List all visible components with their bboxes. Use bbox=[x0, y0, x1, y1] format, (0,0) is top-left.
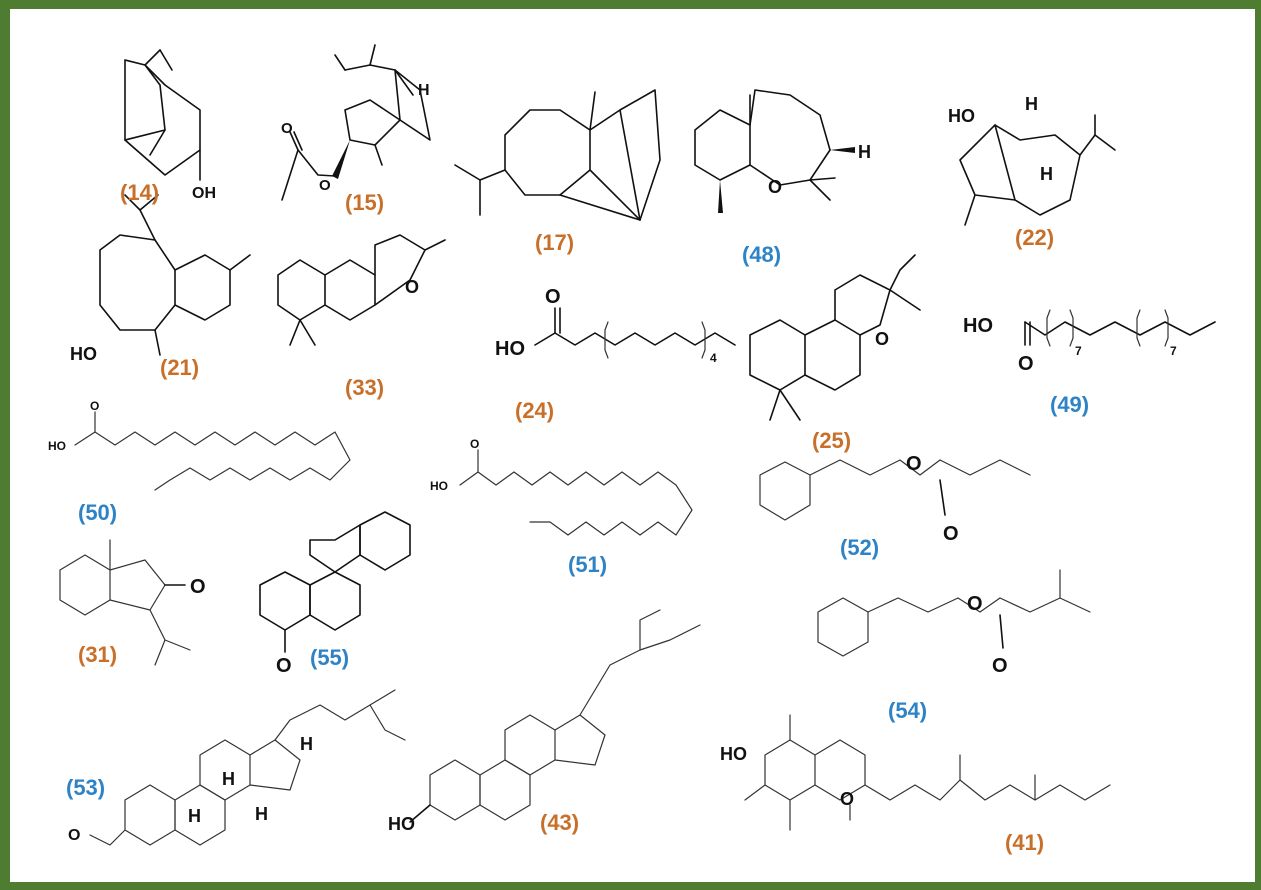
structure-49: HO O 7 7 bbox=[963, 309, 1216, 375]
structure-55: O bbox=[259, 511, 411, 677]
atom-h-53d: H bbox=[255, 804, 268, 824]
atom-o-49: O bbox=[1018, 353, 1034, 375]
structure-41: HO O bbox=[720, 714, 1111, 831]
atom-ho-22: HO bbox=[948, 106, 975, 126]
compound-label-17: (17) bbox=[535, 230, 574, 255]
compound-label-43: (43) bbox=[540, 810, 579, 835]
atom-ho-24: HO bbox=[495, 338, 525, 360]
compound-label-48: (48) bbox=[742, 242, 781, 267]
atom-h-53b: H bbox=[222, 769, 235, 789]
compound-label-21: (21) bbox=[160, 355, 199, 380]
atom-ho-51: HO bbox=[430, 479, 448, 493]
subscript-49b: 7 bbox=[1170, 344, 1177, 358]
atom-o-55: O bbox=[276, 655, 292, 677]
atom-o-41: O bbox=[840, 789, 854, 809]
compound-label-49: (49) bbox=[1050, 392, 1089, 417]
structure-25: O bbox=[749, 254, 921, 421]
structure-51: O HO bbox=[430, 437, 693, 536]
structure-33: O bbox=[277, 234, 446, 346]
atom-o-33: O bbox=[405, 277, 419, 297]
atom-ho-41: HO bbox=[720, 744, 747, 764]
structure-17 bbox=[454, 89, 661, 221]
compound-label-22: (22) bbox=[1015, 225, 1054, 250]
atom-ho-49: HO bbox=[963, 315, 993, 337]
structure-53: H H H H O bbox=[68, 689, 406, 846]
atom-o-31: O bbox=[190, 576, 206, 598]
structure-24: O HO 4 bbox=[495, 286, 736, 365]
structure-21: HO bbox=[70, 194, 251, 364]
structure-54: O O bbox=[817, 569, 1091, 677]
structure-43: HO bbox=[388, 609, 701, 834]
atom-o-48: O bbox=[768, 177, 782, 197]
atom-o-51: O bbox=[470, 437, 479, 451]
subscript-24: 4 bbox=[710, 351, 717, 365]
compound-label-55: (55) bbox=[310, 645, 349, 670]
compound-label-54: (54) bbox=[888, 698, 927, 723]
atom-h-53a: H bbox=[300, 734, 313, 754]
structure-52: O O bbox=[759, 453, 1031, 545]
compound-label-25: (25) bbox=[812, 428, 851, 453]
compound-label-41: (41) bbox=[1005, 830, 1044, 855]
compound-label-24: (24) bbox=[515, 398, 554, 423]
subscript-49a: 7 bbox=[1075, 344, 1082, 358]
atom-h-48: H bbox=[858, 142, 871, 162]
compound-label-15: (15) bbox=[345, 190, 384, 215]
atom-o-50: O bbox=[90, 399, 99, 413]
atom-h-15: H bbox=[418, 82, 430, 99]
atom-o-15a: O bbox=[281, 120, 293, 137]
structure-14: OH bbox=[124, 49, 216, 202]
atom-o-52b: O bbox=[943, 523, 959, 545]
atom-o-15b: O bbox=[319, 177, 331, 194]
atom-h-22a: H bbox=[1025, 94, 1038, 114]
atom-oh-14: OH bbox=[192, 185, 216, 202]
compound-label-53: (53) bbox=[66, 775, 105, 800]
compound-label-51: (51) bbox=[568, 552, 607, 577]
structure-31: O bbox=[59, 539, 206, 666]
atom-o-52a: O bbox=[906, 453, 922, 475]
atom-o-54a: O bbox=[967, 593, 983, 615]
structure-15: O O H bbox=[281, 44, 431, 201]
structure-22: HO H H bbox=[948, 94, 1116, 226]
compound-label-14: (14) bbox=[120, 180, 159, 205]
compound-label-33: (33) bbox=[345, 375, 384, 400]
atom-o-53: O bbox=[68, 827, 80, 844]
structure-48: O H bbox=[694, 89, 871, 213]
compound-label-52: (52) bbox=[840, 535, 879, 560]
atom-o-24: O bbox=[545, 286, 561, 308]
atom-h-22b: H bbox=[1040, 164, 1053, 184]
compound-label-31: (31) bbox=[78, 642, 117, 667]
atom-h-53c: H bbox=[188, 806, 201, 826]
atom-ho-21: HO bbox=[70, 344, 97, 364]
structure-50: O HO bbox=[48, 399, 351, 491]
compound-label-50: (50) bbox=[78, 500, 117, 525]
atom-o-54b: O bbox=[992, 655, 1008, 677]
atom-ho-50: HO bbox=[48, 439, 66, 453]
atom-ho-43: HO bbox=[388, 814, 415, 834]
atom-o-25: O bbox=[875, 329, 889, 349]
